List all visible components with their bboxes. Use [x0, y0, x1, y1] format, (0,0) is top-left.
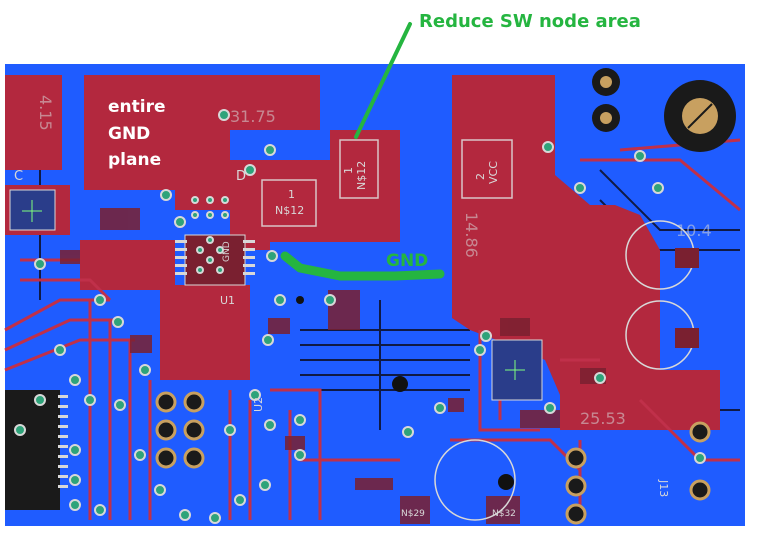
silk-mirror-left: 4.15 — [36, 95, 55, 131]
cap-polarity-2 — [675, 328, 699, 348]
left-edge-pour — [5, 75, 62, 170]
silk-pin-vcc: 2 — [474, 173, 487, 180]
silk-mirror-top: 31.75 — [230, 107, 276, 126]
silk-mirror-right1: 10.4 — [676, 221, 712, 240]
mounting-holes — [592, 68, 736, 152]
annotation-gnd-plane-3: plane — [108, 150, 161, 170]
annotation-gnd-label: GND — [386, 251, 428, 271]
annotation-reduce-sw: Reduce SW node area — [419, 11, 641, 32]
silk-ref-c: C — [14, 169, 23, 184]
annotation-gnd-plane-1: entire — [108, 97, 166, 117]
smd-pads — [60, 139, 606, 524]
silk-pin-sw-mid: 1 — [288, 188, 295, 201]
silk-net-sw-top: N$12 — [355, 161, 368, 190]
annotation-arrow-line — [354, 22, 412, 139]
regulator-ic — [175, 234, 255, 286]
vias — [14, 109, 706, 524]
silk-mirror-right2: 25.53 — [580, 409, 626, 428]
annotation-gnd-stroke — [280, 251, 445, 281]
right-ic — [491, 339, 543, 401]
annotation-gnd-plane-2: GND — [108, 124, 150, 144]
silk-net-sw-mid: N$12 — [275, 204, 304, 217]
silk-ref-u2: U2 — [252, 397, 265, 412]
cap-polarity-1 — [675, 248, 699, 268]
silk-gnd-ic: GND — [222, 241, 232, 262]
silk-pin-sw-top: 1 — [342, 167, 355, 174]
ic-area-pour — [230, 175, 330, 232]
left-small-ic — [9, 189, 56, 231]
ic-left-pour — [80, 240, 175, 290]
pin-header — [155, 391, 711, 525]
silk-ref-u1: U1 — [220, 294, 235, 307]
u1-pour — [160, 285, 250, 380]
black-vias — [296, 296, 514, 490]
silk-ref-d: D — [236, 169, 246, 184]
silk-mirror-mid: 14.86 — [462, 212, 481, 258]
silk-ref-j13: J13 — [657, 479, 670, 497]
mcu-chip — [5, 390, 68, 510]
silk-net-n32: N$32 — [492, 509, 516, 519]
gnd-plane-pour — [84, 75, 320, 210]
silk-net-vcc: VCC — [487, 161, 500, 184]
silk-net-n29: N$29 — [401, 509, 425, 519]
silkscreen-layer: 1 N$12 1 N$12 2 VCC GND U1 U2 D C J13 N$… — [14, 95, 712, 519]
